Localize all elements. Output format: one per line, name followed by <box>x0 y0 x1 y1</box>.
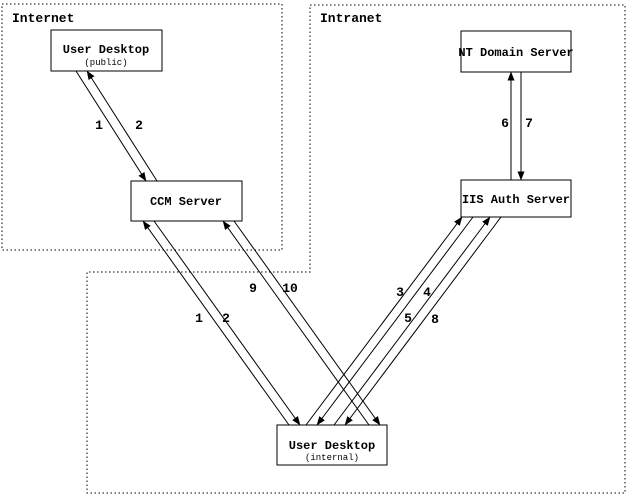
iis-auth-server-title: IIS Auth Server <box>462 193 570 207</box>
ccm-server-box <box>130 180 243 222</box>
user-desktop-public-box <box>50 29 163 72</box>
edge-label-5: 5 <box>404 311 412 326</box>
iis-auth-server-box <box>460 179 572 218</box>
user-desktop-public-title: User Desktop <box>63 43 149 57</box>
edge-5-internal-desktop-to-iis-line <box>333 216 491 426</box>
node-nt-domain-server: NT Domain Server <box>458 30 574 73</box>
nt-domain-server-title: NT Domain Server <box>458 46 573 60</box>
node-user-desktop-public: User Desktop (public) <box>50 29 163 72</box>
edge-2-ccm-to-public-desktop-line <box>86 70 158 182</box>
internet-zone-border <box>1 3 283 251</box>
edge-label-10: 10 <box>282 281 298 296</box>
edge-4-iis-to-internal-desktop-line <box>316 216 474 426</box>
edge-8-iis-to-internal-desktop-line <box>344 216 502 426</box>
edge-label-1-internal: 1 <box>195 311 203 326</box>
ccm-server-title: CCM Server <box>150 195 222 209</box>
edge-label-2-internal: 2 <box>222 311 230 326</box>
node-iis-auth-server: IIS Auth Server <box>460 179 572 218</box>
edge-label-3: 3 <box>396 285 404 300</box>
node-ccm-server: CCM Server <box>130 180 243 222</box>
edge-10-ccm-to-internal-desktop-line <box>233 220 381 426</box>
edge-label-6: 6 <box>501 116 509 131</box>
edge-label-1-public: 1 <box>95 118 103 133</box>
edge-label-2-public: 2 <box>135 118 143 133</box>
edge-1-public-desktop-to-ccm-line <box>75 70 147 182</box>
edge-label-4: 4 <box>423 285 431 300</box>
edge-label-9: 9 <box>249 281 257 296</box>
edge-3-internal-desktop-to-iis-line <box>305 216 463 426</box>
user-desktop-internal-subtitle: (internal) <box>305 453 359 463</box>
user-desktop-internal-box <box>276 424 388 466</box>
user-desktop-internal-title: User Desktop <box>289 439 375 453</box>
internet-zone-label: Internet <box>12 11 74 26</box>
intranet-zone-label: Intranet <box>320 11 382 26</box>
user-desktop-public-subtitle: (public) <box>84 58 127 68</box>
node-user-desktop-internal: User Desktop (internal) <box>276 424 388 466</box>
edge-1-internal-desktop-to-ccm-line <box>142 220 290 426</box>
edge-9-internal-desktop-to-ccm-line <box>222 220 370 426</box>
intranet-zone-border <box>86 4 626 494</box>
nt-domain-server-box <box>460 30 572 73</box>
edge-label-7: 7 <box>525 116 533 131</box>
edge-2-ccm-to-internal-desktop-line <box>153 220 301 426</box>
edge-label-8: 8 <box>431 312 439 327</box>
